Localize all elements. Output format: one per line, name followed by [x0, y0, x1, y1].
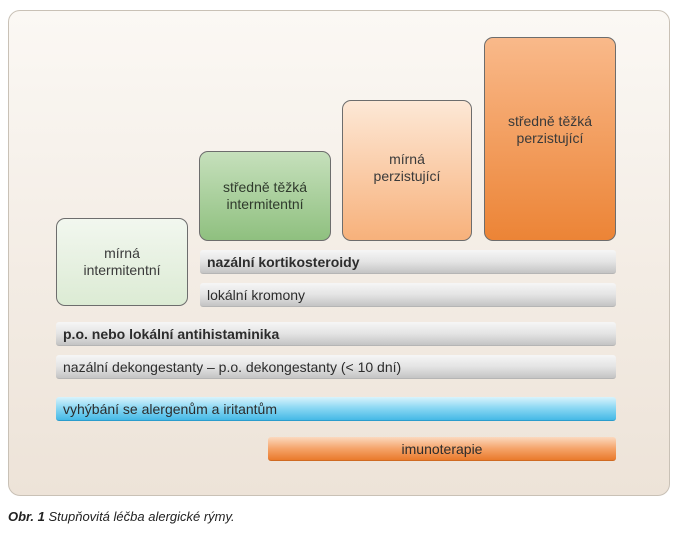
figure-caption: Obr. 1 Stupňovitá léčba alergické rýmy. [8, 509, 235, 524]
treatment-antihistamines: p.o. nebo lokální antihistaminika [56, 322, 616, 346]
severity-mild-intermittent: mírná intermitentní [56, 218, 188, 306]
severity-moderate-severe-intermittent: středně těžká intermitentní [199, 151, 331, 241]
severity-moderate-severe-persistent: středně těžká perzistující [484, 37, 616, 241]
treatment-immunotherapy: imunoterapie [268, 437, 616, 461]
treatment-allergen-avoidance: vyhýbání se alergenům a iritantům [56, 397, 616, 421]
severity-mild-persistent: mírná perzistující [342, 100, 472, 241]
treatment-local-cromones: lokální kromony [200, 283, 616, 307]
treatment-nasal-corticosteroids: nazální kortikosteroidy [200, 250, 616, 274]
figure-number: Obr. 1 [8, 509, 45, 524]
treatment-decongestants: nazální dekongestanty – p.o. dekongestan… [56, 355, 616, 379]
figure-caption-text: Stupňovitá léčba alergické rýmy. [48, 509, 235, 524]
